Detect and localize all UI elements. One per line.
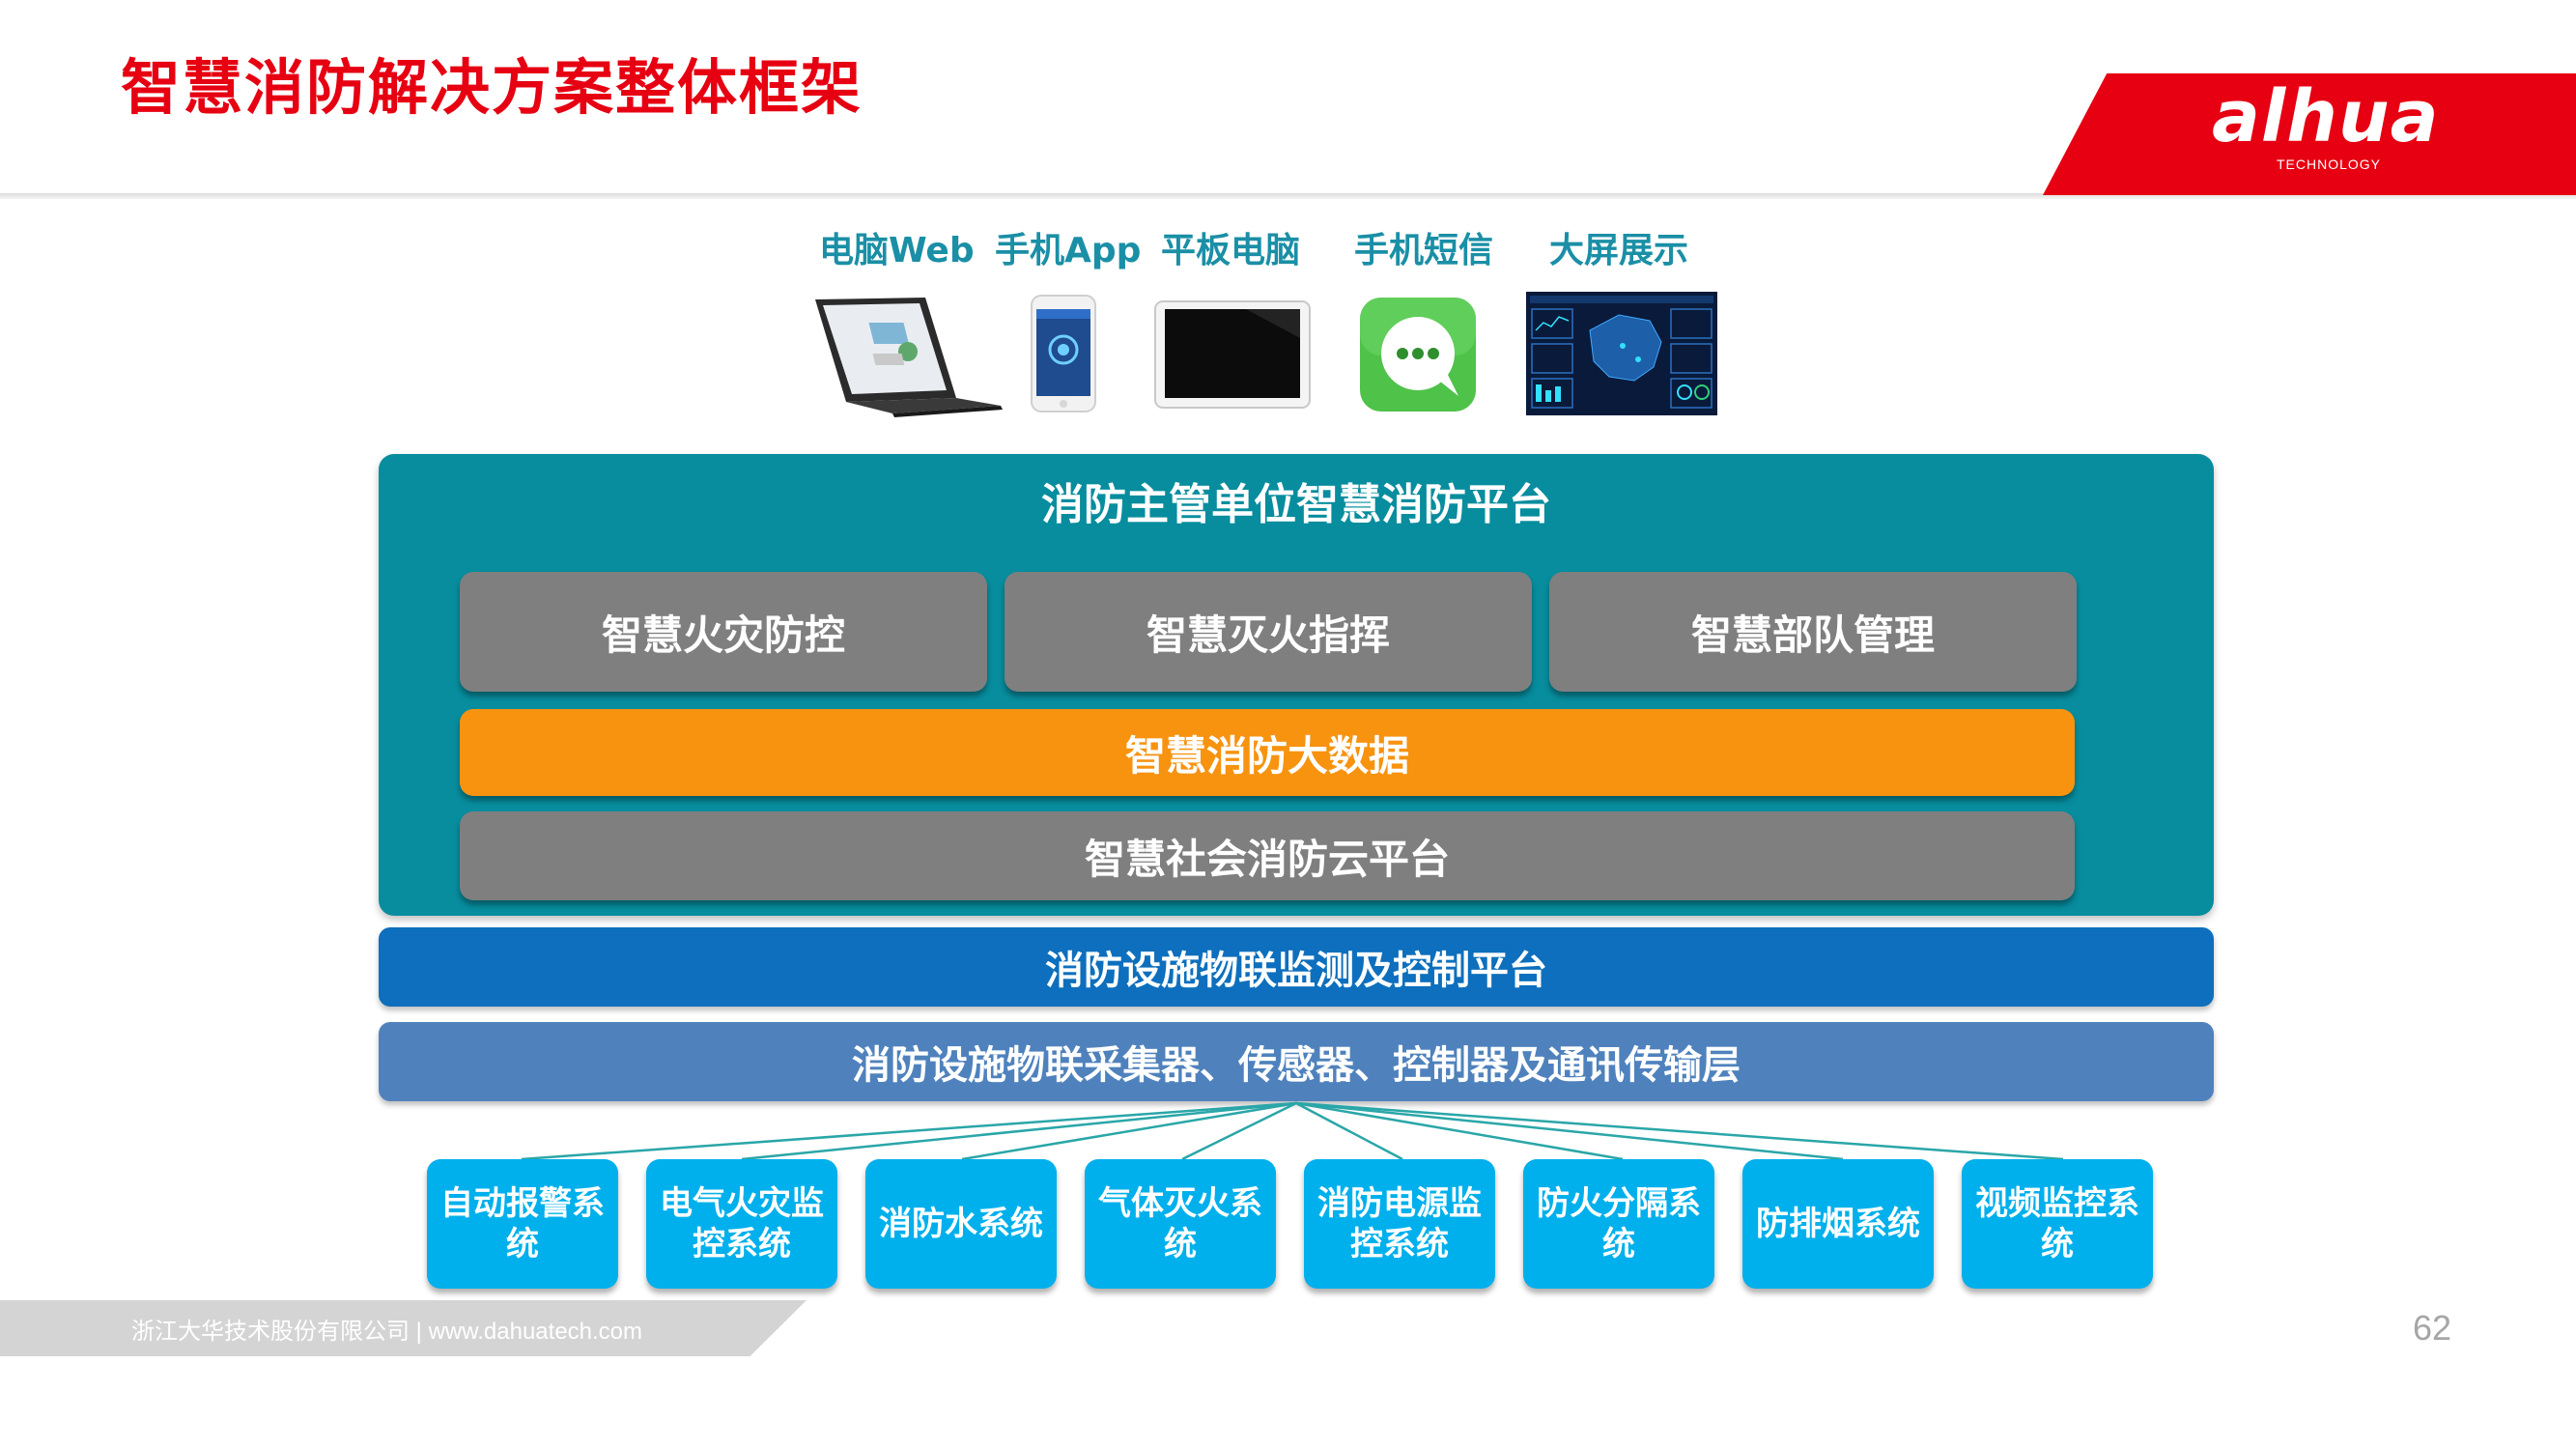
page-title: 智慧消防解决方案整体框架: [121, 52, 863, 123]
subsystem-gas-extinguishing: 气体灭火系统: [1085, 1159, 1276, 1289]
terminal-label-screen: 大屏展示: [1549, 231, 1689, 270]
subsystem-power-monitoring: 消防电源监控系统: [1304, 1159, 1495, 1289]
laptop-icon: [815, 298, 1003, 417]
sms-icon: [1360, 298, 1476, 412]
terminal-label-sms: 手机短信: [1354, 231, 1494, 270]
page-number: 62: [2413, 1308, 2452, 1348]
terminal-label-web: 电脑Web: [819, 231, 975, 270]
subsystem-electrical-fire: 电气火灾监控系统: [646, 1159, 837, 1289]
big-data-layer: 智慧消防大数据: [460, 709, 2075, 796]
module-fire-prevention: 智慧火灾防控: [460, 572, 987, 692]
subsystem-fire-separation: 防火分隔系统: [1523, 1159, 1714, 1289]
module-troop-management: 智慧部队管理: [1549, 572, 2077, 692]
collector-transport-layer: 消防设施物联采集器、传感器、控制器及通讯传输层: [379, 1022, 2214, 1101]
subsystem-fire-water: 消防水系统: [865, 1159, 1057, 1289]
cloud-platform-layer: 智慧社会消防云平台: [460, 811, 2075, 900]
dashboard-screen-icon: [1526, 292, 1717, 415]
footer-company: 浙江大华技术股份有限公司 | www.dahuatech.com: [131, 1319, 643, 1345]
tablet-icon: [1154, 300, 1311, 409]
terminal-label-tablet: 平板电脑: [1161, 231, 1301, 270]
subsystem-auto-alarm: 自动报警系统: [427, 1159, 618, 1289]
header-divider: [0, 193, 2576, 199]
iot-monitoring-platform: 消防设施物联监测及控制平台: [379, 927, 2214, 1007]
subsystem-smoke-exhaust: 防排烟系统: [1742, 1159, 1934, 1289]
footer-band: [0, 1300, 807, 1356]
module-firefighting-command: 智慧灭火指挥: [1005, 572, 1532, 692]
smartphone-icon: [1031, 295, 1096, 412]
terminal-label-app: 手机App: [995, 231, 1142, 270]
brand-banner: [2043, 73, 2576, 195]
brand-logo: alhua: [2212, 75, 2440, 158]
platform-title: 消防主管单位智慧消防平台: [1041, 480, 1551, 529]
subsystem-video-surveillance: 视频监控系统: [1962, 1159, 2153, 1289]
brand-subtitle: TECHNOLOGY: [2277, 156, 2382, 172]
